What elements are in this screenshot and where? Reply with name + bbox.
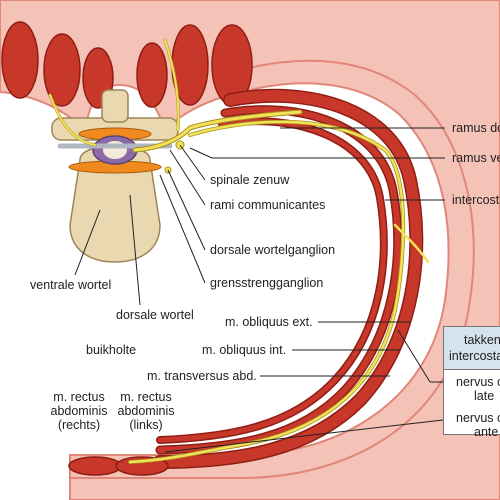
label-obliquus-int: m. obliquus int. <box>202 343 287 357</box>
legend-item-2-line-2: ante <box>474 425 499 439</box>
label-dorsale-wortel: dorsale wortel <box>116 308 194 322</box>
label-rectus-rechts: m. rectus abdominis (rechts) <box>37 390 121 432</box>
rectus-links-line-3: (links) <box>129 418 163 432</box>
rectus-rechts-line-2: abdominis <box>50 404 108 418</box>
abdominal-muscle-layers <box>153 88 424 469</box>
legend-title-line-2: intercosta <box>449 349 500 363</box>
leader-lines <box>74 127 445 453</box>
label-rectus-links: m. rectus abdominis (links) <box>104 390 188 432</box>
legend-box: takken intercosta nervus c late nervus c… <box>443 326 500 439</box>
legend-item-2-line-1: nervus c <box>456 411 500 425</box>
label-buikholte: buikholte <box>86 343 137 357</box>
rectus-links-line-1: m. rectus <box>120 390 172 404</box>
label-transversus: m. transversus abd. <box>147 369 257 383</box>
legend-item-1-line-1: nervus c <box>456 375 500 389</box>
label-spinale-zenuw: spinale zenuw <box>210 173 290 187</box>
rectus-rechts-line-1: m. rectus <box>53 390 105 404</box>
label-grensstrengganglion: grensstrengganglion <box>210 276 324 290</box>
legend-item-1-line-2: late <box>474 389 495 403</box>
nerves <box>48 38 430 464</box>
inner-wall <box>70 59 475 479</box>
label-intercostalis: intercost <box>452 193 500 207</box>
legend-header: takken intercosta <box>444 327 500 370</box>
label-ventrale-wortel: ventrale wortel <box>30 278 112 292</box>
legend-title-line-1: takken <box>464 333 500 347</box>
rectus-links-line-2: abdominis <box>117 404 175 418</box>
label-obliquus-ext: m. obliquus ext. <box>225 315 313 329</box>
label-ramus-ventralis: ramus ve <box>452 151 500 165</box>
label-ramus-dorsalis: ramus do <box>452 121 500 135</box>
label-dorsale-wortelganglion: dorsale wortelganglion <box>210 243 336 257</box>
label-rami-communicantes: rami communicantes <box>210 198 326 212</box>
rectus-rechts-line-3: (rechts) <box>57 418 101 432</box>
back-muscles <box>1 21 253 109</box>
